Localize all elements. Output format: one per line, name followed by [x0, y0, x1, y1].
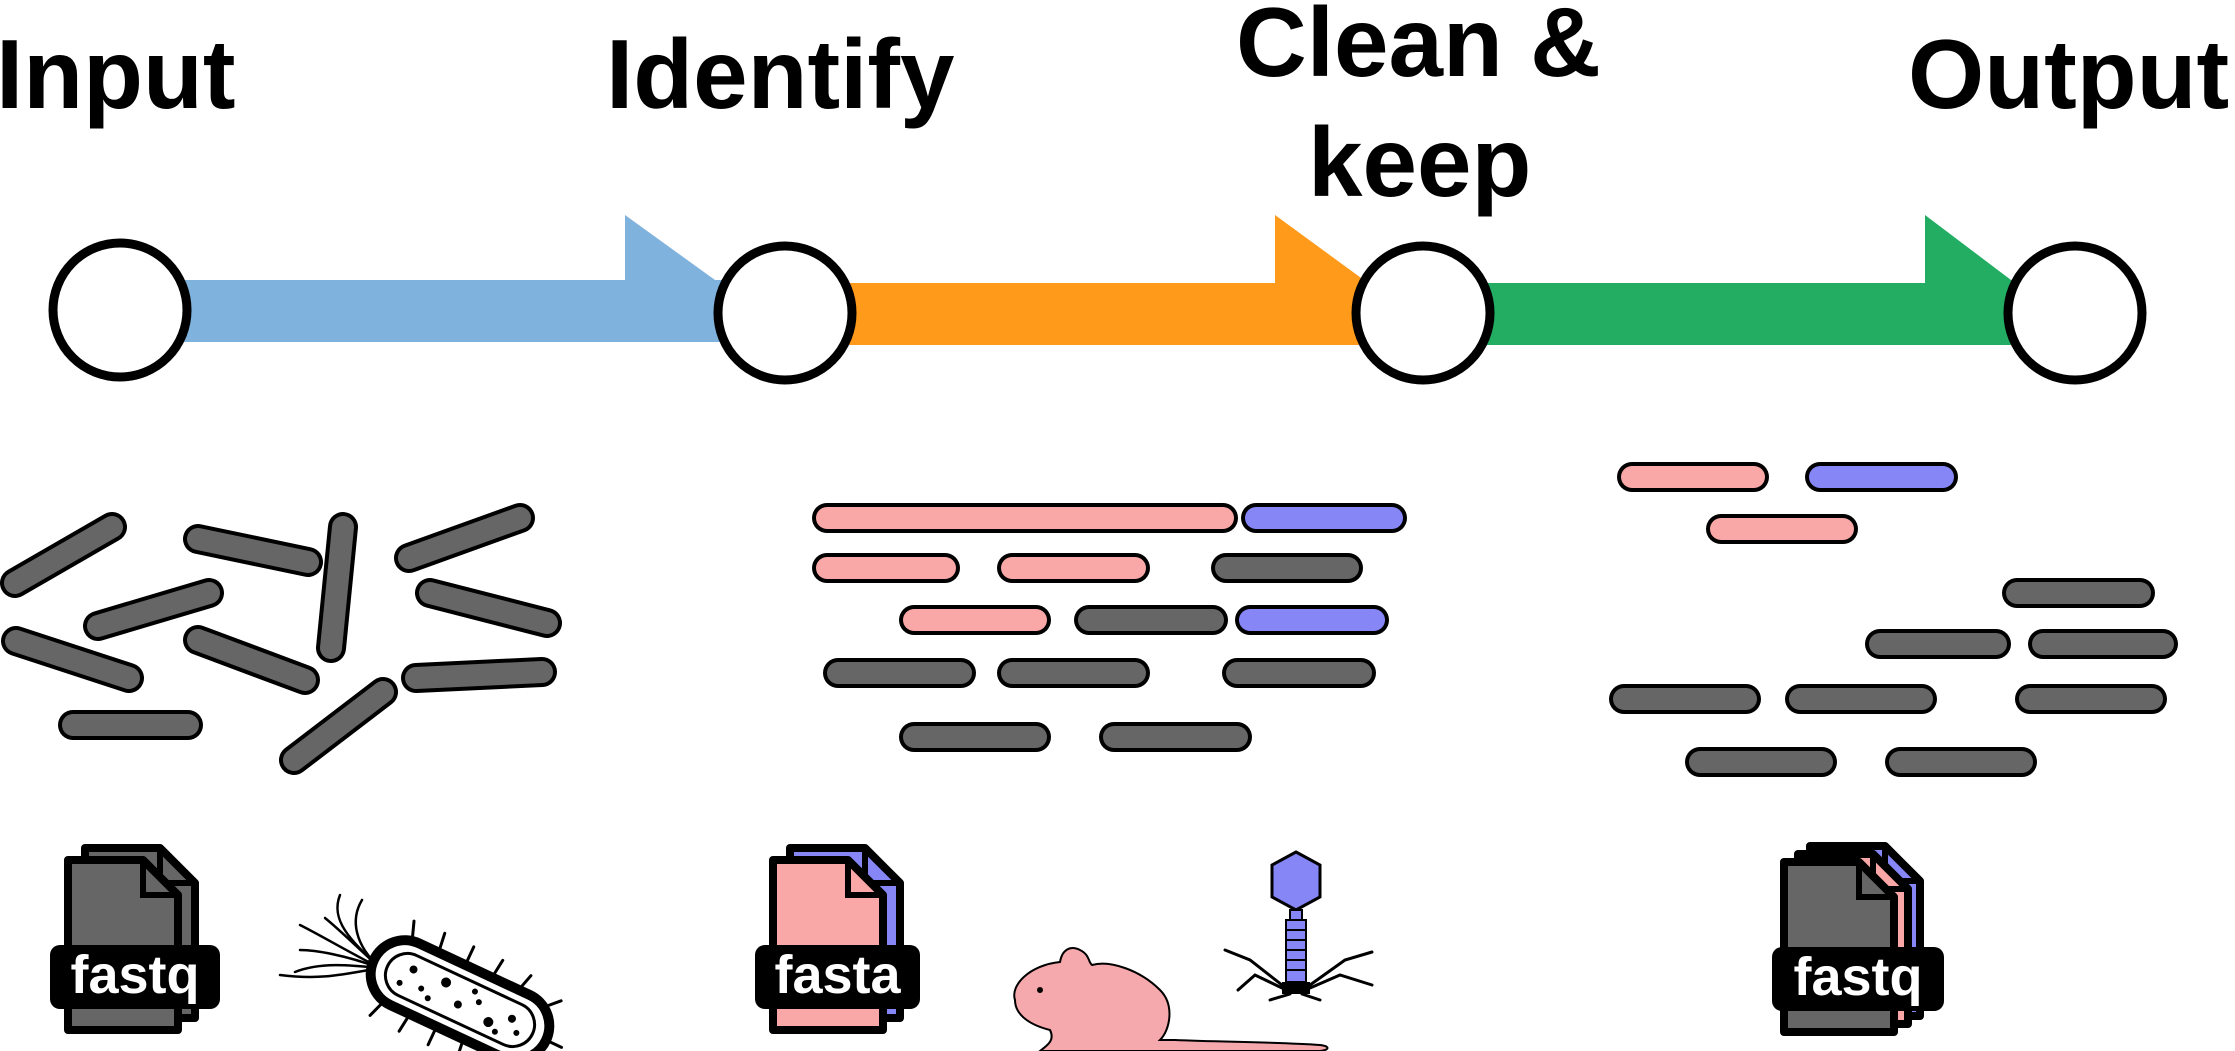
read — [398, 507, 531, 569]
fastq-label: fastq — [70, 945, 199, 1005]
output-reads — [1609, 462, 2178, 777]
read — [87, 582, 220, 637]
input-reads — [0, 503, 562, 775]
stage-node-input — [48, 238, 192, 382]
fastq-output-badge — [1772, 947, 1944, 1011]
stage-label-output: Output — [1908, 19, 2230, 129]
fastq-output-file-icon: fastq — [1772, 842, 1944, 1036]
flow-arrow-input-identify — [150, 215, 745, 342]
file-fold — [140, 860, 178, 898]
fastq-output-label: fastq — [1793, 947, 1922, 1007]
stage-label-clean-line1: Clean & — [1236, 0, 1601, 97]
flow-arrow-clean-output — [1460, 215, 2040, 345]
bacterium-icon — [278, 893, 564, 1051]
stage-label-input: Input — [0, 19, 236, 129]
read — [419, 582, 558, 634]
read — [187, 528, 319, 573]
identified-reads — [812, 503, 1407, 752]
read — [283, 681, 394, 771]
phage-icon — [1223, 850, 1374, 1002]
stage-node-output — [2003, 241, 2147, 385]
file-fold — [1856, 862, 1894, 900]
read — [4, 516, 123, 594]
read — [187, 629, 316, 691]
mouse-icon — [1013, 947, 1329, 1051]
stage-node-identify — [713, 241, 857, 385]
file-fold — [845, 860, 883, 898]
stage-node-clean — [1351, 241, 1495, 385]
stage-label-clean-line2: keep — [1308, 107, 1532, 217]
fastq-badge — [50, 945, 220, 1009]
read — [320, 516, 354, 659]
fastq-file-icon: fastq — [50, 844, 220, 1034]
read — [5, 630, 140, 689]
stage-label-identify: Identify — [606, 19, 955, 129]
fasta-badge — [755, 945, 920, 1009]
read — [405, 661, 553, 689]
fasta-file-icon: fasta — [755, 844, 920, 1034]
flow-arrow-identify-clean — [820, 215, 1390, 345]
fasta-label: fasta — [774, 945, 901, 1005]
